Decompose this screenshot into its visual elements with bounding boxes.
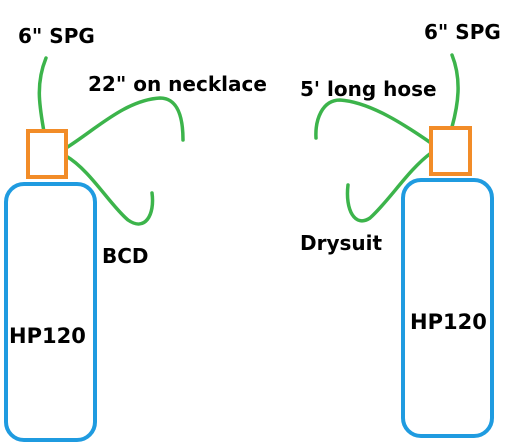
right-drysuit-hose — [345, 151, 433, 223]
right-tank-label: HP120 — [410, 310, 487, 334]
right-spg-hose — [450, 53, 460, 129]
right-hose-label: 5' long hose — [300, 77, 437, 101]
right-long-hose — [314, 98, 433, 145]
left-necklace-hose — [64, 96, 185, 150]
left-bcd-label: BCD — [102, 244, 149, 268]
right-tank — [401, 178, 494, 438]
right-drysuit-label: Drysuit — [300, 231, 383, 255]
left-necklace-label: 22" on necklace — [88, 72, 267, 96]
left-tank-label: HP120 — [9, 324, 86, 348]
right-spg-label: 6" SPG — [424, 20, 501, 44]
left-bcd-hose — [64, 154, 155, 226]
left-spg-label: 6" SPG — [18, 24, 95, 48]
left-tank — [4, 182, 97, 442]
left-regulator — [26, 129, 68, 179]
right-regulator — [429, 126, 472, 176]
left-spg-hose — [37, 56, 48, 134]
